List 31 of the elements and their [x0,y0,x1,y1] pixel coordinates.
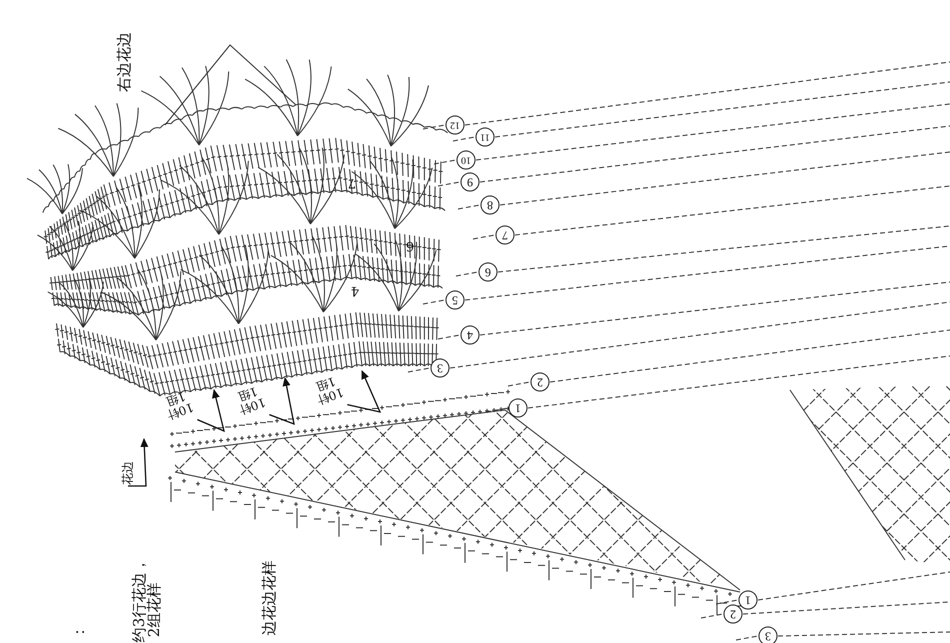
row-number: 1 [738,590,758,610]
row-number: 1 [508,398,528,418]
arrow [347,370,382,413]
row-number: 3 [758,626,778,643]
pattern-label: 花边 [122,461,134,485]
row-number: 7 [348,175,356,189]
row-number: 2 [724,604,742,624]
pattern-label: 10针1组 [310,373,346,407]
row-number: 6 [478,262,498,282]
row-number: 8 [480,196,500,214]
pattern-label: 10针1组 [160,388,196,422]
row-number: 11 [476,128,494,146]
note-text: 2组花样 [147,582,163,638]
arrow [269,377,295,426]
pattern-label: 10针1组 [232,383,268,417]
note-text: 边花边花样 [262,560,278,636]
section-label: 右边花边 [117,32,133,92]
note-text: 约3行花边， [132,558,148,642]
row-number: 7 [496,226,514,244]
arrow [128,438,148,487]
row-number: 4 [460,326,480,344]
note-text: ： [72,624,88,640]
row-number: 5 [446,290,464,310]
row-number: 12 [446,116,464,134]
row-number: 6 [406,238,414,252]
row-number: 2 [530,372,550,392]
row-number: 10 [456,150,476,170]
arrow [197,389,225,432]
row-number: 4 [350,283,360,297]
row-number: 3 [430,358,450,378]
row-number: 9 [460,172,480,192]
